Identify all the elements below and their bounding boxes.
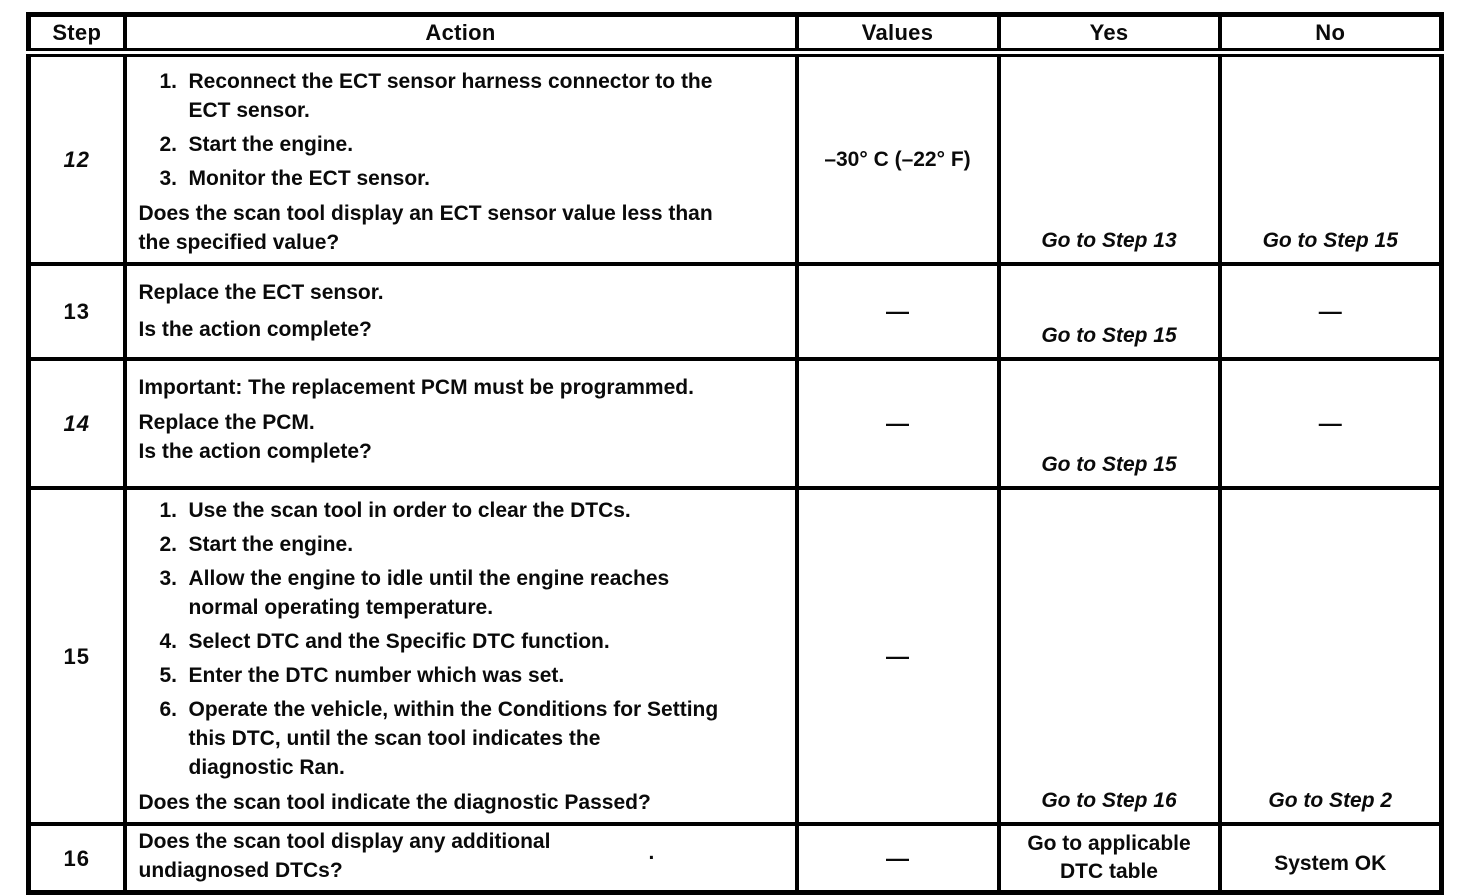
list-text: Operate the vehicle, within the Conditio… bbox=[189, 695, 719, 782]
question-line: Does the scan tool display an ECT sensor… bbox=[138, 202, 713, 225]
list-number: 4. bbox=[159, 630, 178, 653]
values-cell: — bbox=[794, 822, 1001, 895]
header-yes: Yes bbox=[996, 12, 1222, 57]
action-line: Reconnect the ECT sensor harness connect… bbox=[188, 70, 713, 93]
yes-cell: Go to Step 13 bbox=[996, 50, 1222, 266]
action-line: Start the engine. bbox=[188, 133, 354, 156]
list-number: 3. bbox=[159, 567, 178, 590]
list-number: 1. bbox=[159, 499, 178, 522]
no-cell: Go to Step 2 bbox=[1217, 486, 1444, 826]
action-list-item: 5. Enter the DTC number which was set. bbox=[160, 661, 787, 690]
list-text: Use the scan tool in order to clear the … bbox=[189, 496, 631, 525]
list-number: 2. bbox=[159, 533, 178, 556]
important-text: The replacement PCM must be programmed. bbox=[248, 376, 694, 399]
no-cell: System OK bbox=[1217, 822, 1444, 895]
list-number: 2. bbox=[159, 133, 178, 156]
scan-artifact-dot: . bbox=[648, 841, 655, 864]
action-line: Use the scan tool in order to clear the … bbox=[188, 499, 631, 522]
action-line: Replace the ECT sensor. bbox=[138, 281, 384, 304]
list-text: Monitor the ECT sensor. bbox=[189, 164, 431, 193]
action-list-item: 2. Start the engine. bbox=[160, 130, 787, 159]
action-line: Select DTC and the Specific DTC function… bbox=[188, 630, 610, 653]
diagnostic-table: Step Action Values Yes No 12 1. Reconnec… bbox=[26, 12, 1444, 895]
action-question: Is the action complete? bbox=[138, 440, 372, 463]
step-number: 14 bbox=[26, 357, 127, 490]
action-line: normal operating temperature. bbox=[188, 596, 494, 619]
step-number: 15 bbox=[26, 486, 127, 826]
header-action: Action bbox=[122, 12, 799, 57]
question-line: the specified value? bbox=[138, 231, 340, 254]
action-line: Enter the DTC number which was set. bbox=[188, 664, 565, 687]
list-text: Allow the engine to idle until the engin… bbox=[189, 564, 670, 622]
step-number: 13 bbox=[26, 262, 127, 361]
table-row-step-16: 16 Does the scan tool display any additi… bbox=[26, 822, 1444, 895]
list-text: Start the engine. bbox=[189, 530, 354, 559]
action-cell: Does the scan tool display any additiona… bbox=[122, 822, 799, 895]
question-line: Does the scan tool indicate the diagnost… bbox=[138, 791, 651, 814]
yes-line: DTC table bbox=[1059, 860, 1158, 883]
scanned-page: Step Action Values Yes No 12 1. Reconnec… bbox=[26, 12, 1444, 895]
action-list-item: 2. Start the engine. bbox=[160, 530, 787, 559]
action-cell: 1. Use the scan tool in order to clear t… bbox=[122, 486, 799, 826]
action-list-item: 3. Allow the engine to idle until the en… bbox=[160, 564, 787, 622]
values-cell: –30° C (–22° F) bbox=[794, 50, 1001, 266]
action-cell: Important: The replacement PCM must be p… bbox=[122, 357, 799, 490]
header-values: Values bbox=[794, 12, 1001, 57]
important-label: Important: bbox=[138, 376, 243, 399]
step-number: 12 bbox=[26, 50, 127, 266]
list-number: 5. bbox=[159, 664, 178, 687]
action-list-item: 4. Select DTC and the Specific DTC funct… bbox=[160, 627, 787, 656]
table-row-step-12: 12 1. Reconnect the ECT sensor harness c… bbox=[26, 50, 1444, 266]
list-text: Start the engine. bbox=[189, 130, 354, 159]
action-list-item: 1. Use the scan tool in order to clear t… bbox=[160, 496, 787, 525]
action-line: this DTC, until the scan tool indicates … bbox=[188, 727, 601, 750]
list-number: 6. bbox=[159, 698, 178, 721]
no-cell: — bbox=[1217, 262, 1444, 361]
action-question: Is the action complete? bbox=[138, 318, 372, 341]
action-list-item: 1. Reconnect the ECT sensor harness conn… bbox=[160, 67, 787, 125]
table-row-step-15: 15 1. Use the scan tool in order to clea… bbox=[26, 486, 1444, 826]
no-cell: — bbox=[1217, 357, 1444, 490]
yes-cell: Go to applicable DTC table bbox=[996, 822, 1222, 895]
list-number: 1. bbox=[159, 70, 178, 93]
yes-cell: Go to Step 15 bbox=[996, 262, 1222, 361]
action-cell: Replace the ECT sensor. Is the action co… bbox=[122, 262, 799, 361]
values-cell: — bbox=[794, 357, 1001, 490]
important-note: Important: The replacement PCM must be p… bbox=[139, 373, 787, 402]
step-number: 16 bbox=[26, 822, 127, 895]
action-question: undiagnosed DTCs? bbox=[138, 859, 343, 882]
values-cell: — bbox=[794, 262, 1001, 361]
action-list-item: 3. Monitor the ECT sensor. bbox=[160, 164, 787, 193]
action-line: diagnostic Ran. bbox=[188, 756, 345, 779]
yes-cell: Go to Step 16 bbox=[996, 486, 1222, 826]
action-line: Does the scan tool display any additiona… bbox=[138, 830, 551, 853]
list-text: Reconnect the ECT sensor harness connect… bbox=[189, 67, 713, 125]
list-text: Select DTC and the Specific DTC function… bbox=[189, 627, 610, 656]
yes-line: Go to applicable bbox=[1027, 832, 1191, 855]
action-question: Does the scan tool indicate the diagnost… bbox=[139, 788, 787, 817]
action-list-item: 6. Operate the vehicle, within the Condi… bbox=[160, 695, 787, 782]
list-text: Enter the DTC number which was set. bbox=[189, 661, 565, 690]
table-row-step-13: 13 Replace the ECT sensor. Is the action… bbox=[26, 262, 1444, 361]
action-line: Allow the engine to idle until the engin… bbox=[188, 567, 670, 590]
header-row: Step Action Values Yes No bbox=[26, 12, 1444, 57]
list-number: 3. bbox=[159, 167, 178, 190]
header-step: Step bbox=[26, 12, 127, 57]
yes-cell: Go to Step 15 bbox=[996, 357, 1222, 490]
action-line: Operate the vehicle, within the Conditio… bbox=[188, 698, 719, 721]
action-cell: 1. Reconnect the ECT sensor harness conn… bbox=[122, 50, 799, 266]
action-question: Does the scan tool display an ECT sensor… bbox=[139, 199, 787, 257]
action-line: Start the engine. bbox=[188, 533, 354, 556]
values-cell: — bbox=[794, 486, 1001, 826]
header-no: No bbox=[1217, 12, 1444, 57]
action-line: Monitor the ECT sensor. bbox=[188, 167, 431, 190]
action-line: Replace the PCM. bbox=[138, 411, 315, 434]
table-row-step-14: 14 Important: The replacement PCM must b… bbox=[26, 357, 1444, 490]
action-line: ECT sensor. bbox=[188, 99, 310, 122]
no-cell: Go to Step 15 bbox=[1217, 50, 1444, 266]
